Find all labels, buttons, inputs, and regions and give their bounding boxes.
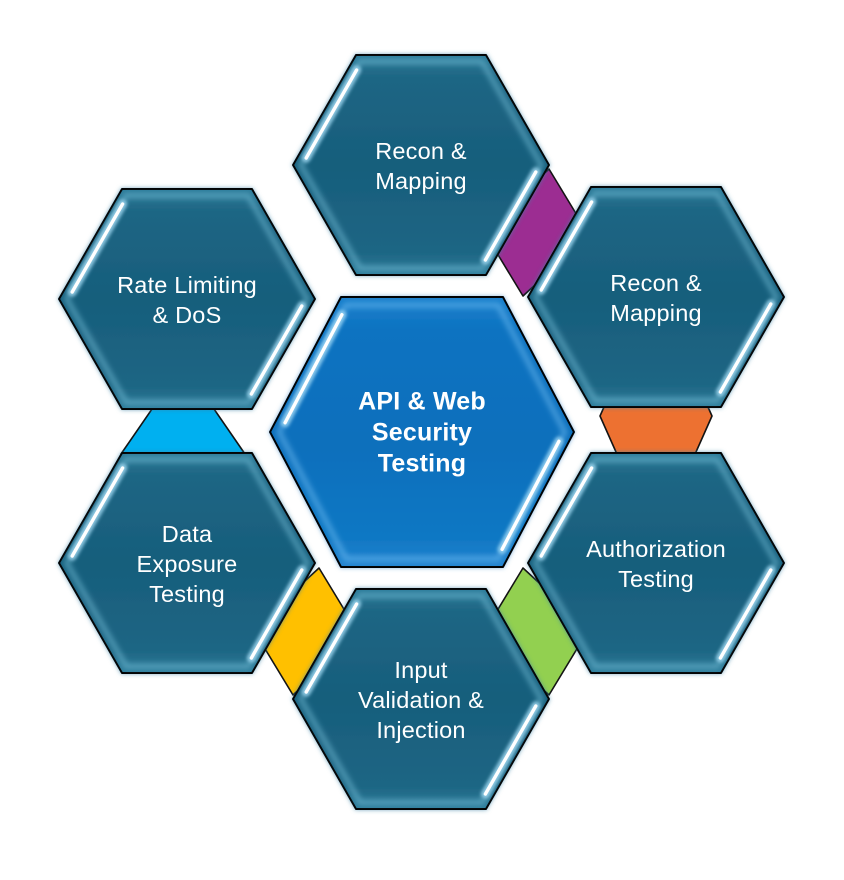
hexagon-top-right-gloss-streak-upper-core [539,200,594,292]
hexagon-bottom-left-gloss-streak-lower-core [249,568,304,660]
hexagon-top-right [527,186,785,408]
hexagon-top-inner-glow [298,59,544,271]
hexagon-center-inner-glow [276,302,568,562]
hexagon-right-gloss-streak-upper-core [539,466,594,558]
hexagon-left [58,188,316,410]
hexagon-top-shape [292,54,550,276]
hexagon-right [527,452,785,674]
hexagon-center-gloss-streak-upper-core [283,313,344,425]
hexagon-left-gloss-streak-upper-core [70,202,125,294]
hexagon-center [269,296,575,568]
hexagon-right-shape [527,452,785,674]
hexagon-bottom-gloss-streak-upper-core [304,602,359,694]
hexagon-top-right-inner-glow [533,191,779,403]
hexagon-right-gloss-streak-lower-core [718,568,773,660]
hexagon-top-right-shape [527,186,785,408]
hexagon-bottom [292,588,550,810]
hexagon-center-gloss-streak-lower-core [500,439,561,551]
hexagon-bottom-shape [292,588,550,810]
hexagon-bottom-gloss-streak-lower-core [483,704,538,796]
hexagon-top-right-gloss-streak-lower-core [718,302,773,394]
hexagon-top-gloss-streak-upper-core [304,68,359,160]
hexagon-bottom-left-inner-glow [64,457,310,669]
hexagon-left-gloss-streak-lower-core [249,304,304,396]
hexagon-bottom-left-gloss-streak-upper-core [70,466,125,558]
hexagon-top [292,54,550,276]
hexagon-bottom-left [58,452,316,674]
hexagon-left-shape [58,188,316,410]
hexagon-right-inner-glow [533,457,779,669]
hexagon-bottom-inner-glow [298,593,544,805]
hexagon-center-shape [269,296,575,568]
hexagon-top-gloss-streak-lower-core [483,170,538,262]
hexagon-left-inner-glow [64,193,310,405]
hexagon-bottom-left-shape [58,452,316,674]
